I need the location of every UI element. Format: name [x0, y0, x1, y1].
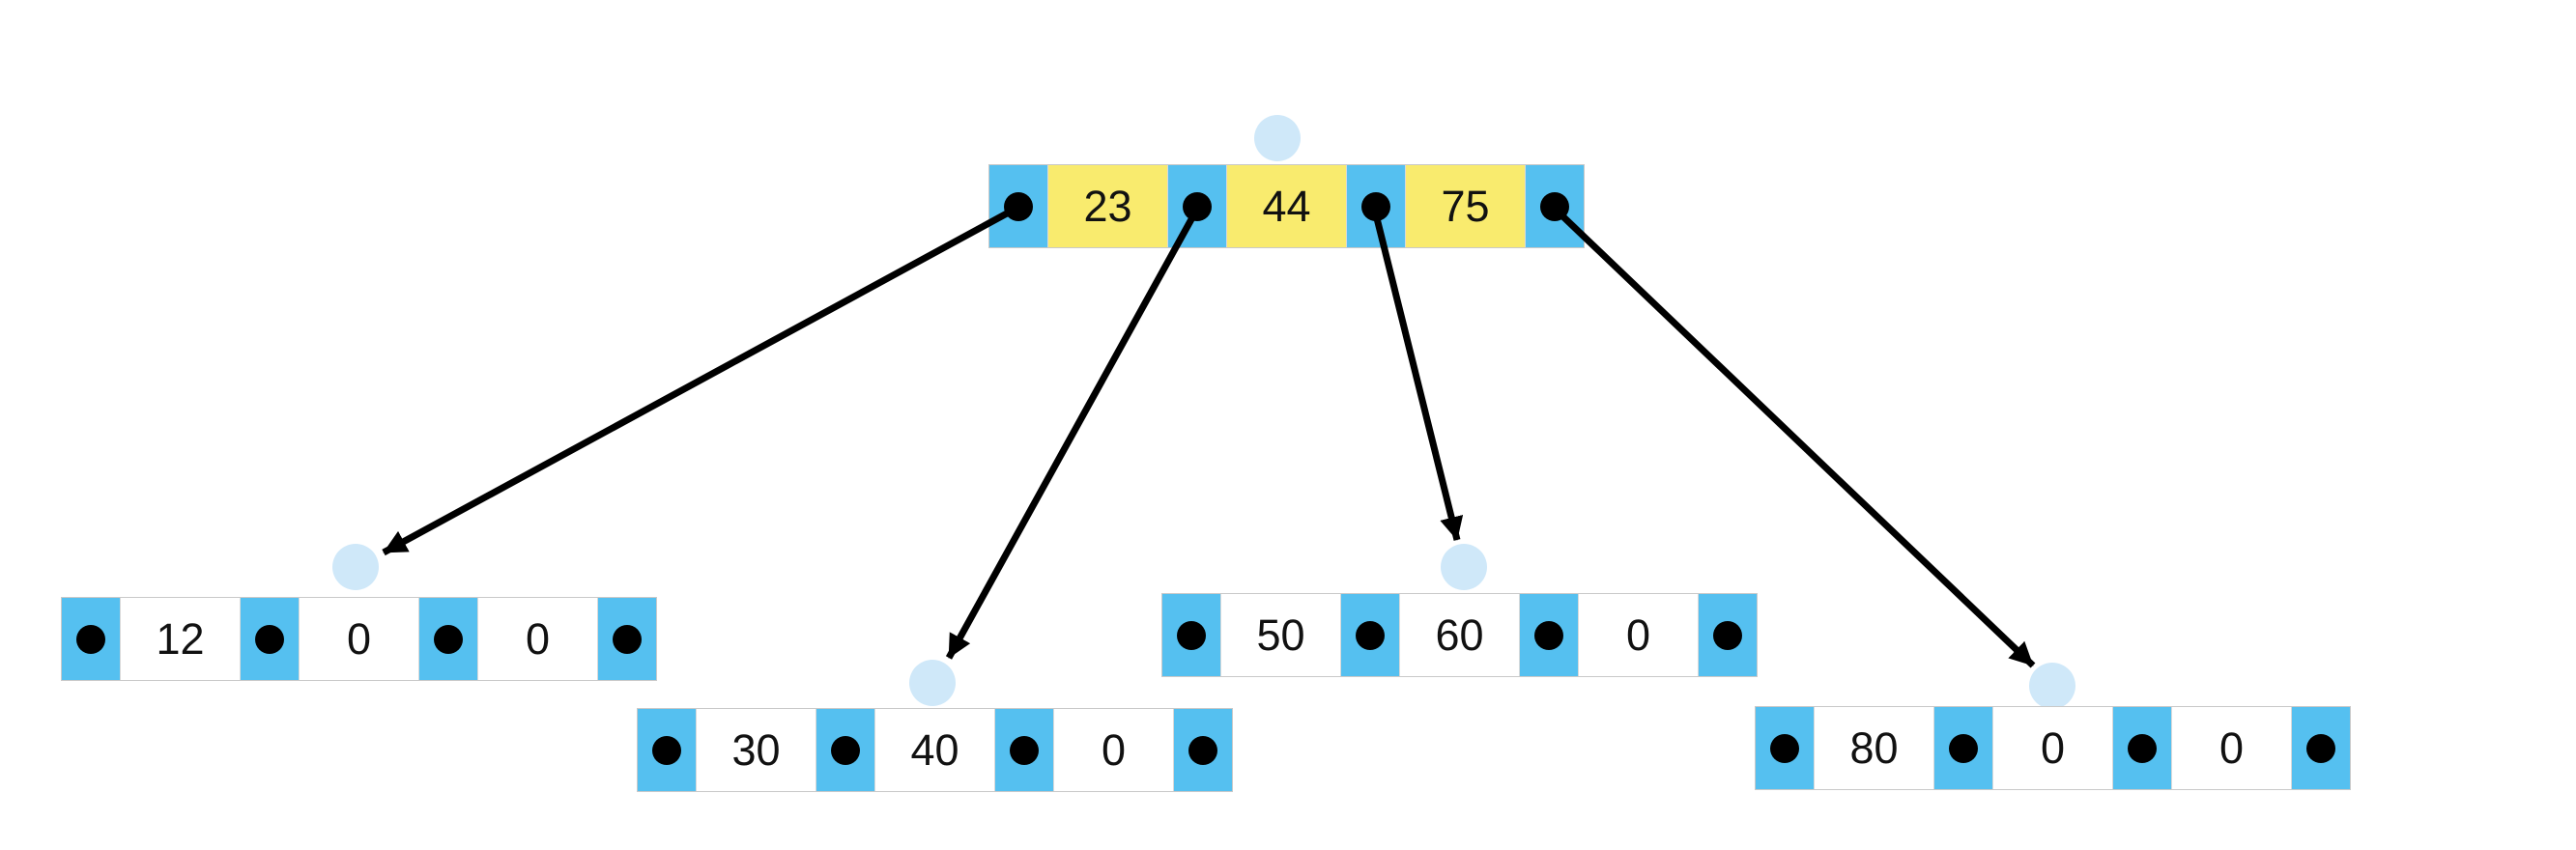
pointer-dot [2306, 733, 2335, 763]
key-cell: 44 [1226, 165, 1347, 247]
key-cell: 0 [1578, 594, 1699, 676]
pointer-dot [1356, 620, 1385, 650]
pointer-dot [1004, 191, 1033, 221]
key-cell: 50 [1220, 594, 1341, 676]
node-handle-child-2[interactable] [909, 660, 956, 706]
key-cell: 12 [120, 598, 241, 680]
pointer-dot [1188, 735, 1217, 765]
pointer-cell [1699, 594, 1757, 676]
key-cell: 80 [1814, 707, 1934, 789]
pointer-dot [1534, 620, 1563, 650]
pointer-cell [638, 709, 696, 791]
pointer-cell [1756, 707, 1814, 789]
pointer-cell [1168, 165, 1226, 247]
pointer-cell [1174, 709, 1232, 791]
btree-node-child-4[interactable]: 80 0 0 [1755, 706, 2351, 790]
pointer-dot [1010, 735, 1039, 765]
key-cell: 30 [696, 709, 816, 791]
key-cell: 75 [1405, 165, 1526, 247]
pointer-dot [2128, 733, 2157, 763]
pointer-cell [598, 598, 656, 680]
key-cell: 23 [1047, 165, 1168, 247]
node-handle-child-3[interactable] [1441, 544, 1487, 590]
pointer-cell [419, 598, 477, 680]
pointer-cell [2292, 707, 2350, 789]
pointer-arrow-root-to-child-1 [382, 204, 1019, 556]
key-cell: 60 [1399, 594, 1520, 676]
btree-node-child-1[interactable]: 12 0 0 [61, 597, 657, 681]
pointer-cell [1341, 594, 1399, 676]
key-cell: 0 [1992, 707, 2113, 789]
btree-node-root[interactable]: 23 44 75 [988, 164, 1585, 248]
pointer-dot [1183, 191, 1212, 221]
pointer-cell [1934, 707, 1992, 789]
pointer-dot [1949, 733, 1978, 763]
pointer-dot [434, 624, 463, 654]
pointer-dot [1540, 191, 1569, 221]
pointer-cell [62, 598, 120, 680]
pointer-dot [76, 624, 105, 654]
key-cell: 0 [477, 598, 598, 680]
key-cell: 0 [299, 598, 419, 680]
pointer-arrow-root-to-child-3 [1371, 210, 1464, 541]
pointer-cell [2113, 707, 2171, 789]
key-cell: 40 [874, 709, 995, 791]
pointer-cell [1520, 594, 1578, 676]
pointer-dot [613, 624, 642, 654]
pointer-cell [816, 709, 874, 791]
node-handle-child-4[interactable] [2029, 663, 2075, 709]
node-handle-root[interactable] [1254, 115, 1301, 161]
key-cell: 0 [2171, 707, 2292, 789]
pointer-dot [1177, 620, 1206, 650]
pointer-dot [1713, 620, 1742, 650]
pointer-dot [831, 735, 860, 765]
key-cell: 0 [1053, 709, 1174, 791]
node-handle-child-1[interactable] [332, 544, 379, 590]
btree-node-child-2[interactable]: 30 40 0 [637, 708, 1233, 792]
pointer-cell [995, 709, 1053, 791]
pointer-cell [1347, 165, 1405, 247]
pointer-cell [1526, 165, 1584, 247]
pointer-cell [241, 598, 299, 680]
pointer-dot [1770, 733, 1799, 763]
pointer-dot [652, 735, 681, 765]
pointer-dot [255, 624, 284, 654]
btree-node-child-3[interactable]: 50 60 0 [1161, 593, 1758, 677]
pointer-dot [1361, 191, 1390, 221]
pointer-cell [1162, 594, 1220, 676]
pointer-cell [989, 165, 1047, 247]
pointer-arrow-root-to-child-2 [945, 209, 1200, 660]
